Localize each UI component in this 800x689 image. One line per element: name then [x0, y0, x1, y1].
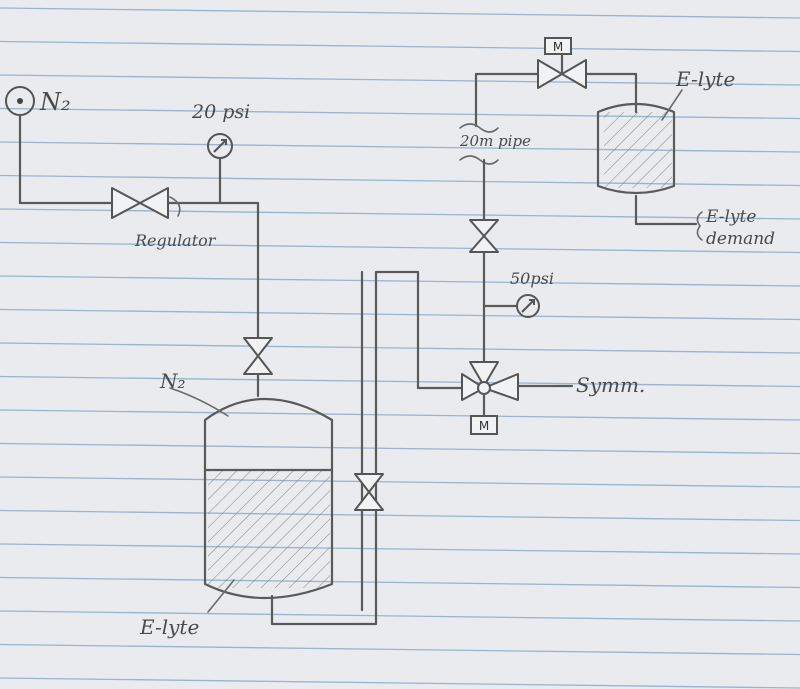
ruled-line — [0, 342, 800, 354]
n2-supply-line — [18, 113, 260, 340]
ruled-line — [0, 543, 800, 555]
regulator-label: Regulator — [134, 231, 217, 250]
pressure-20-label: 20 psi — [191, 101, 250, 123]
ruled-lines — [0, 7, 800, 689]
ruled-line — [0, 308, 800, 321]
ruled-line — [0, 74, 800, 86]
ruled-line — [0, 677, 800, 689]
elyte-tank-label: E-lyte — [139, 615, 199, 639]
motor-top-label: M — [553, 40, 563, 54]
ruled-line — [0, 174, 800, 187]
n2-elyte-tank — [203, 397, 334, 600]
motor-box-icon — [544, 37, 572, 55]
pipe-valve — [469, 219, 499, 253]
ruled-line — [0, 375, 800, 388]
top-motor-valve: M — [537, 37, 587, 89]
ruled-line — [0, 409, 800, 421]
elyte-vessel — [596, 102, 676, 195]
pressure-50-label: 50psi — [510, 269, 554, 288]
pressure-gauge-icon — [516, 294, 540, 318]
ruled-line — [0, 442, 800, 455]
ruled-line — [0, 241, 800, 254]
ruled-line — [0, 7, 800, 19]
n2-tank-label: N₂ — [159, 369, 186, 393]
pipe-20m-label: 20m pipe — [459, 132, 531, 150]
ruled-line — [0, 208, 800, 220]
ruled-line — [0, 643, 800, 656]
ruled-line — [0, 576, 800, 589]
three-way-valve: M — [461, 361, 519, 435]
motor-box-icon — [470, 415, 498, 435]
ruled-line — [0, 476, 800, 488]
ruled-line — [0, 107, 800, 120]
ruled-line — [0, 40, 800, 53]
ruled-line — [0, 509, 800, 522]
symm-label: Symm. — [576, 373, 645, 397]
elyte-vessel-label: E-lyte — [675, 67, 735, 91]
ruled-line — [0, 275, 800, 287]
elyte-outlet-line — [270, 270, 466, 626]
outlet-valve — [354, 473, 384, 511]
tank-inlet-valve — [243, 337, 273, 375]
n2-source-label: N₂ — [39, 88, 71, 116]
top-loop-line — [474, 72, 638, 128]
pressure-gauge-20 — [207, 133, 233, 159]
pressure-gauge-50 — [516, 294, 540, 318]
pressure-gauge-icon — [207, 133, 233, 159]
ruled-line — [0, 141, 800, 153]
elyte-demand-line — [634, 194, 698, 226]
regulator-valve — [111, 187, 181, 219]
elyte-demand-label-1: E-lyte — [705, 207, 756, 227]
elyte-demand-label-2: demand — [706, 229, 775, 249]
n2-source — [5, 86, 35, 116]
motor-bottom-label: M — [479, 419, 489, 433]
ruled-line — [0, 610, 800, 622]
